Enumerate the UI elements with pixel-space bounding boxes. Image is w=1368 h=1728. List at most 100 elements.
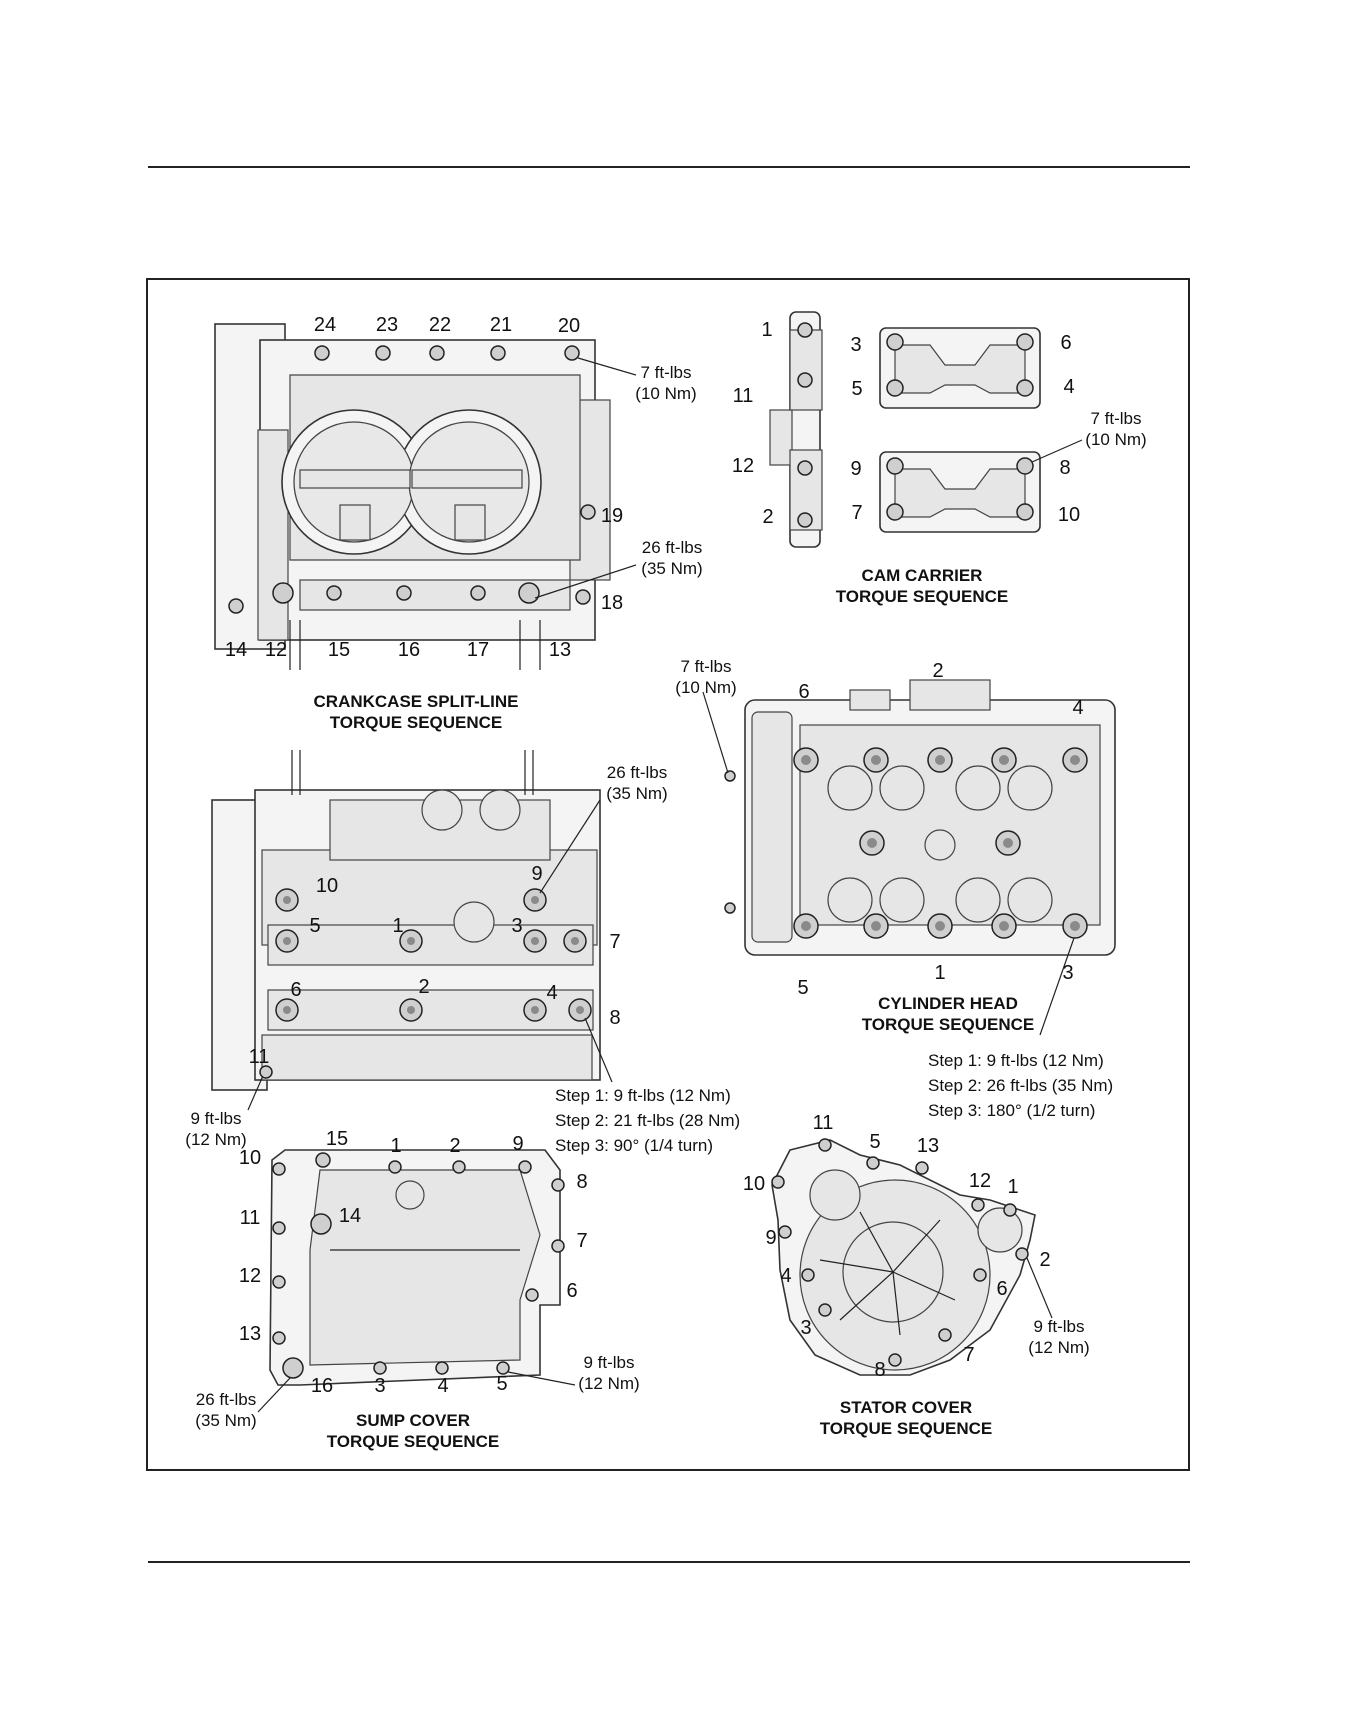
sump-torque-small-line1: 9 ft-lbs: [583, 1353, 634, 1372]
crankcase-number: 20: [558, 315, 580, 337]
crankcase-bolts: [228, 345, 596, 614]
stator-cover-bolts: [771, 1138, 1029, 1367]
stator-number: 4: [780, 1265, 791, 1287]
head-number: 6: [798, 681, 809, 703]
head-title-line2: TORQUE SEQUENCE: [862, 1015, 1035, 1034]
lower-crankcase-step-3: Step 3: 90° (1/4 turn): [555, 1136, 713, 1155]
stator-number: 2: [1039, 1249, 1050, 1271]
stator-number: 9: [765, 1227, 776, 1249]
stator-title-line1: STATOR COVER: [840, 1398, 972, 1417]
stator-number: 7: [963, 1344, 974, 1366]
stator-number: 8: [874, 1359, 885, 1381]
crankcase-number: 24: [314, 314, 336, 336]
sump-number: 15: [326, 1128, 348, 1150]
head-step-2: Step 2: 26 ft-lbs (35 Nm): [928, 1076, 1113, 1095]
stator-cover-drawing: [771, 1139, 1036, 1376]
stator-number: 13: [917, 1135, 939, 1157]
sump-cover-bolts: [272, 1152, 565, 1379]
figure-frame: [146, 278, 1190, 1471]
cam-number: 2: [762, 506, 773, 528]
cylinder-head-drawing: [744, 679, 1116, 956]
crankcase-number: 17: [467, 639, 489, 661]
cam-number: 10: [1058, 504, 1080, 526]
crankcase-number: 12: [265, 639, 287, 661]
crankcase-split-line-drawing: [214, 323, 611, 670]
crankcase-torque-large-line2: (35 Nm): [641, 559, 702, 578]
cam-number: 3: [850, 334, 861, 356]
lower-crankcase-number: 7: [609, 931, 620, 953]
cam-number: 12: [732, 455, 754, 477]
stator-number: 12: [969, 1170, 991, 1192]
cylinder-head-bolts: [724, 747, 1088, 939]
stator-number: 1: [1007, 1176, 1018, 1198]
lower-crankcase-number: 6: [290, 979, 301, 1001]
cam-number: 9: [850, 458, 861, 480]
stator-number: 6: [996, 1278, 1007, 1300]
sump-number: 2: [449, 1135, 460, 1157]
sump-number: 4: [437, 1375, 448, 1397]
lower-crankcase-number: 10: [316, 875, 338, 897]
crankcase-number: 19: [601, 505, 623, 527]
lower-crankcase-number: 1: [392, 915, 403, 937]
sump-number: 9: [512, 1133, 523, 1155]
cam-number: 11: [733, 385, 754, 407]
crankcase-number: 13: [549, 639, 571, 661]
crankcase-number: 18: [601, 592, 623, 614]
sump-number: 3: [374, 1375, 385, 1397]
cam-number: 8: [1059, 457, 1070, 479]
head-number: 2: [932, 660, 943, 682]
sump-number: 7: [576, 1230, 587, 1252]
lower-crankcase-sequence-numbers: 10 9 5 1 3 7 6 2 4 8 11: [249, 863, 621, 1068]
crankcase-number: 15: [328, 639, 350, 661]
crankcase-number: 23: [376, 314, 398, 336]
head-title-line1: CYLINDER HEAD: [878, 994, 1018, 1013]
cam-number: 5: [851, 378, 862, 400]
cam-carrier-bolts: [797, 322, 1034, 528]
lower-crankcase-bolts: [259, 888, 592, 1079]
lower-crankcase-torque-small-line2: (12 Nm): [185, 1130, 246, 1149]
crankcase-number: 22: [429, 314, 451, 336]
sump-number: 11: [240, 1207, 261, 1229]
head-number: 4: [1072, 697, 1083, 719]
sump-number: 8: [576, 1171, 587, 1193]
lower-crankcase-step-2: Step 2: 21 ft-lbs (28 Nm): [555, 1111, 740, 1130]
head-torque-line2: (10 Nm): [675, 678, 736, 697]
crankcase-number: 14: [225, 639, 247, 661]
crankcase-number: 21: [490, 314, 512, 336]
sump-number: 10: [239, 1147, 261, 1169]
sump-title-line2: TORQUE SEQUENCE: [327, 1432, 500, 1451]
stator-title-line2: TORQUE SEQUENCE: [820, 1419, 993, 1438]
head-torque-line1: 7 ft-lbs: [680, 657, 731, 676]
cam-title-line2: TORQUE SEQUENCE: [836, 587, 1009, 606]
sump-number: 5: [496, 1373, 507, 1395]
stator-number: 5: [869, 1131, 880, 1153]
lower-crankcase-number: 9: [531, 863, 542, 885]
cam-number: 7: [851, 502, 862, 524]
stator-cover-sequence-numbers: 11 5 13 10 12 1 9 2 4 6 3 7 8: [743, 1112, 1051, 1381]
sump-number: 16: [311, 1375, 333, 1397]
head-number: 1: [934, 962, 945, 984]
stator-number: 11: [813, 1112, 834, 1134]
cam-carrier-sequence-numbers: 1 11 12 2 3 6 5 4 9 8 7 10: [732, 319, 1080, 528]
stator-number: 10: [743, 1173, 765, 1195]
head-step-3: Step 3: 180° (1/2 turn): [928, 1101, 1095, 1120]
sump-cover-drawing: [269, 1149, 561, 1386]
crankcase-title-line2: TORQUE SEQUENCE: [330, 713, 503, 732]
lower-crankcase-torque-large-line1: 26 ft-lbs: [607, 763, 667, 782]
cam-torque-line1: 7 ft-lbs: [1090, 409, 1141, 428]
crankcase-title-line1: CRANKCASE SPLIT-LINE: [314, 692, 519, 711]
crankcase-torque-large-line1: 26 ft-lbs: [642, 538, 702, 557]
cam-number: 1: [761, 319, 772, 341]
lower-crankcase-torque-large-line2: (35 Nm): [606, 784, 667, 803]
cam-number: 6: [1060, 332, 1071, 354]
lower-crankcase-step-1: Step 1: 9 ft-lbs (12 Nm): [555, 1086, 731, 1105]
sump-cover-sequence-numbers: 15 1 2 9 10 8 11 14 7 12 6 13 16 3 4 5: [239, 1128, 588, 1397]
cam-number: 4: [1063, 376, 1074, 398]
sump-number: 14: [339, 1205, 361, 1227]
lower-crankcase-number: 3: [511, 915, 522, 937]
sump-torque-large-line1: 26 ft-lbs: [196, 1390, 256, 1409]
cylinder-head-sequence-numbers: 2 6 4 5 1 3: [797, 660, 1083, 999]
crankcase-sequence-numbers: 24 23 22 21 20 19 18 14 12 15 16 17 13: [225, 314, 623, 661]
sump-torque-large-line2: (35 Nm): [195, 1411, 256, 1430]
